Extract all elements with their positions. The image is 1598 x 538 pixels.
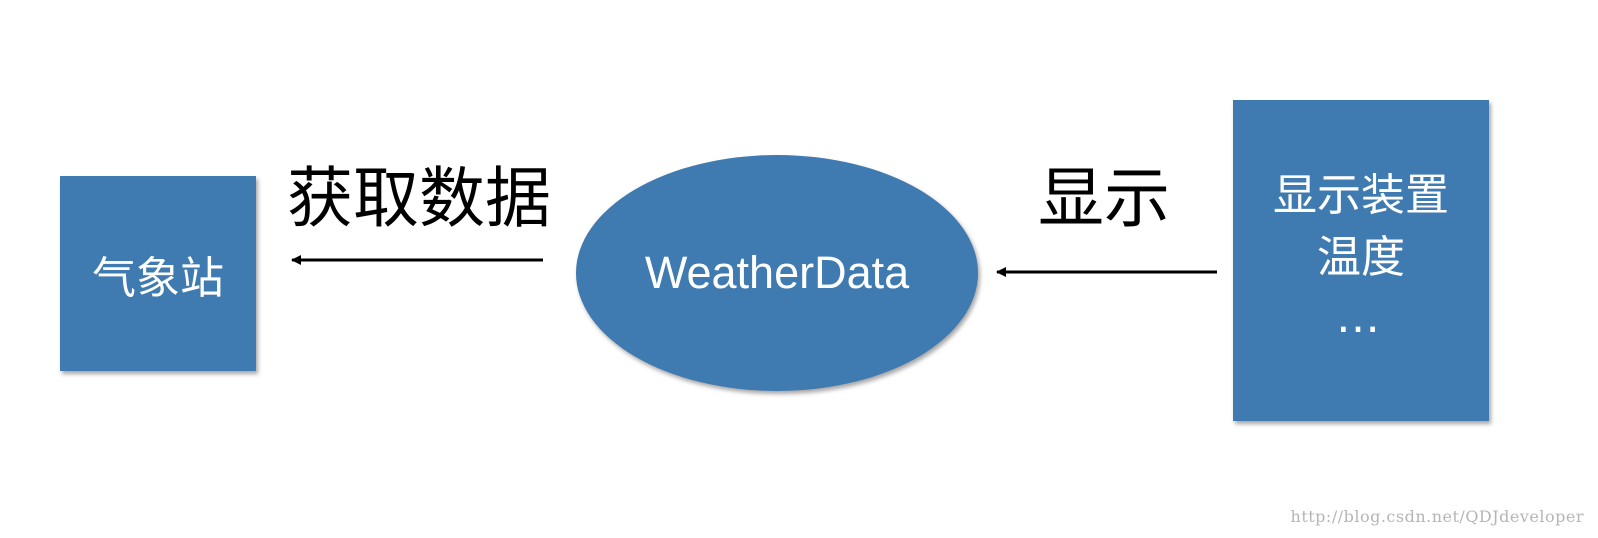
display-edge-label: 显示 bbox=[1038, 160, 1170, 237]
weatherdata-node: WeatherData bbox=[576, 155, 978, 391]
watermark-url: http://blog.csdn.net/QDJdeveloper bbox=[1290, 507, 1584, 526]
display-device-temperature: 温度 bbox=[1317, 231, 1405, 283]
fetch-data-edge-label: 获取数据 bbox=[287, 160, 551, 237]
weather-station-node: 气象站 bbox=[60, 176, 256, 371]
display-device-title: 显示装置 bbox=[1273, 169, 1449, 221]
weather-station-label: 气象站 bbox=[92, 252, 224, 304]
display-device-node: 显示装置 温度 … bbox=[1233, 100, 1489, 421]
display-device-ellipsis: … bbox=[1336, 291, 1386, 343]
weatherdata-label: WeatherData bbox=[644, 247, 910, 298]
